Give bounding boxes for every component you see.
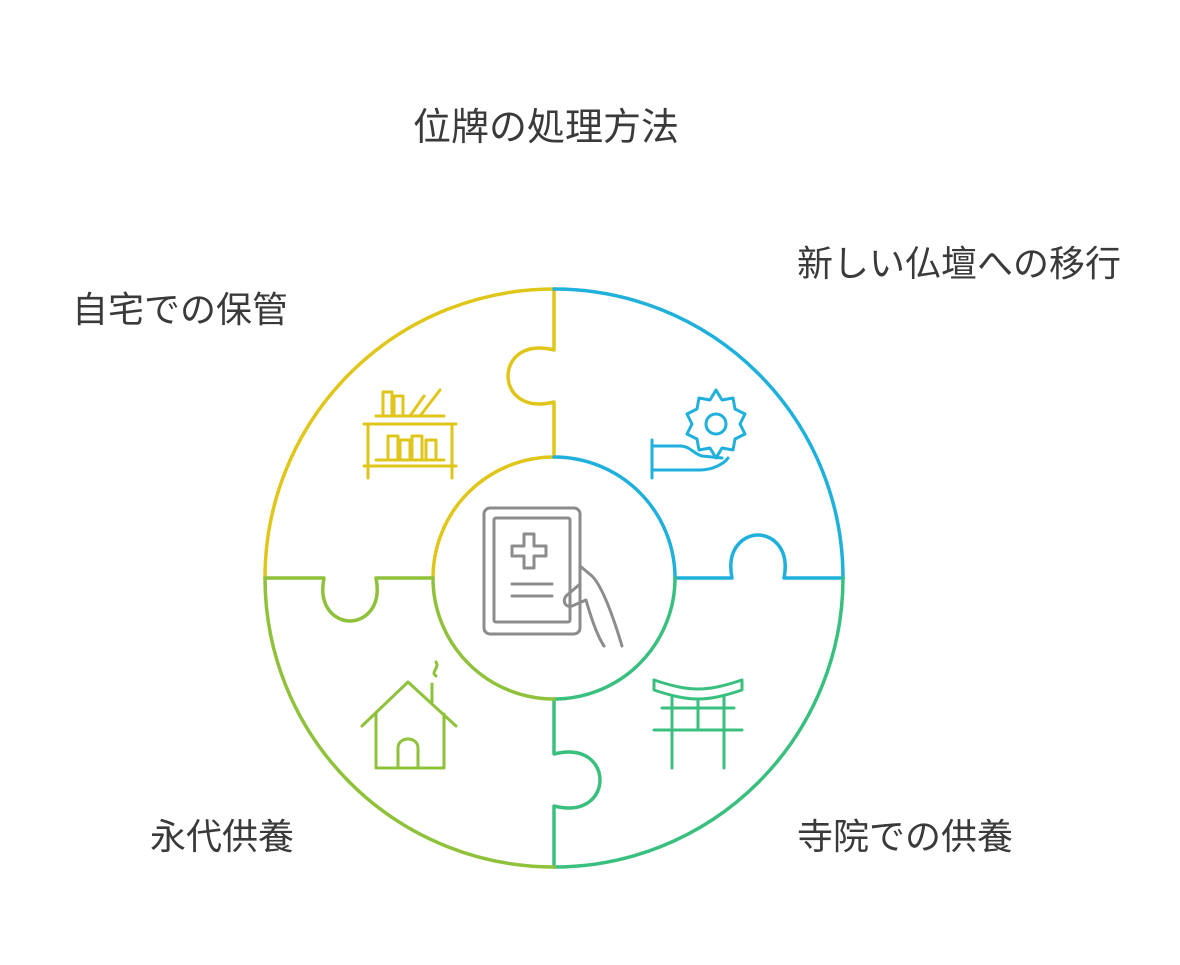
gear-hand-icon xyxy=(650,388,747,480)
label-new-altar: 新しい仏壇への移行 xyxy=(797,244,1122,285)
segment-new-altar xyxy=(552,287,845,580)
segment-eternal xyxy=(263,576,556,869)
label-home-storage: 自宅での保管 xyxy=(72,290,289,331)
tablet-medical-icon xyxy=(482,506,624,648)
segment-home xyxy=(263,287,556,580)
segment-temple xyxy=(552,576,845,869)
label-temple-memorial: 寺院での供養 xyxy=(797,817,1014,858)
diagram-title: 位牌の処理方法 xyxy=(413,105,680,149)
house-icon xyxy=(360,660,458,770)
bookshelf-icon xyxy=(362,388,458,480)
torii-gate-icon xyxy=(652,678,744,770)
label-eternal-memorial: 永代供養 xyxy=(150,817,295,858)
